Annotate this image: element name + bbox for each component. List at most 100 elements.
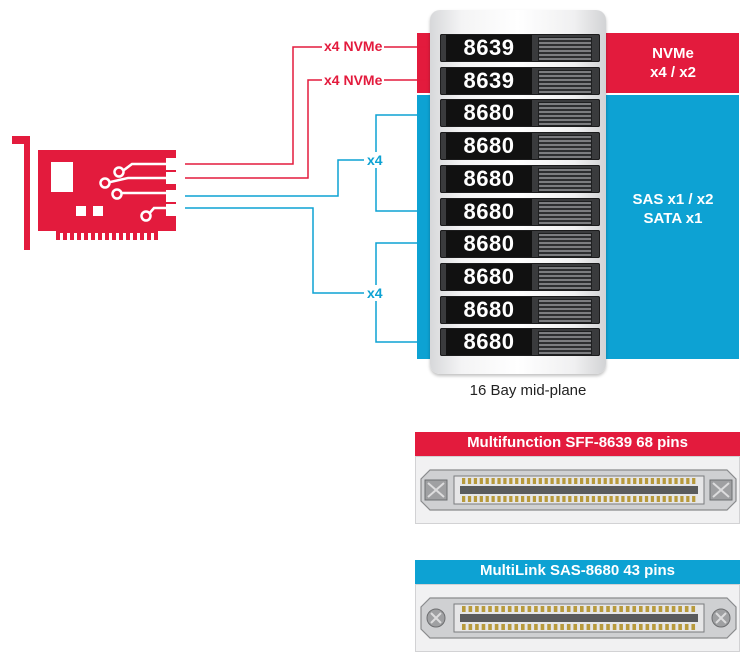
drive-bay-label: 8680 (446, 296, 532, 323)
drive-bay-8: 8680 (440, 262, 600, 291)
connector-pin (562, 478, 566, 484)
connector-pin (560, 624, 564, 630)
connector-pin (662, 496, 666, 502)
drive-bay-grille (538, 233, 592, 258)
connector-pin (597, 496, 601, 502)
connector-pin (586, 624, 591, 630)
connector-pin (473, 496, 478, 502)
connector-pin (473, 478, 478, 484)
sas-wire-1a (185, 114, 418, 197)
connector-pin (645, 606, 650, 612)
connector-pin (668, 496, 672, 502)
sas-8680-connector-icon (420, 597, 737, 639)
connector-pin (462, 606, 466, 612)
connector-pin (619, 624, 623, 630)
connector-pin (691, 624, 696, 630)
connector-pin (625, 606, 630, 612)
connector-pin (619, 606, 623, 612)
connector-sff-8639-panel: Multifunction SFF-8639 68 pins (415, 432, 740, 524)
drive-bay-label: 8639 (446, 35, 532, 61)
connector-pin (662, 478, 666, 484)
nvme-wires (185, 46, 431, 179)
connector-pin (550, 478, 554, 484)
sas-wire-2b (375, 293, 418, 343)
nvme-link-label-2: x4 NVMe (322, 72, 385, 88)
connector-pin (656, 496, 660, 502)
drive-bay-3: 8680 (440, 99, 600, 128)
connector-pin (691, 606, 696, 612)
sas-band-label: SAS x1 / x2 SATA x1 (632, 191, 714, 227)
connector-pin (612, 606, 617, 612)
connector-pin (680, 496, 684, 502)
connector-pin (538, 478, 542, 484)
connector-pin (507, 624, 512, 630)
drive-bay-grille (538, 102, 592, 127)
connector-pin (625, 624, 630, 630)
connector-pin (521, 496, 525, 502)
chassis-caption: 16 Bay mid-plane (469, 382, 587, 399)
connector-pin (526, 496, 531, 502)
connector-pin (668, 478, 672, 484)
connector-pin (547, 606, 551, 612)
connector-pin (538, 496, 542, 502)
drive-bay-grille (538, 331, 592, 356)
connector-pin (603, 478, 607, 484)
drive-bay-label: 8680 (446, 165, 532, 192)
drive-bay-label: 8639 (446, 67, 532, 94)
connector-pin (468, 624, 473, 630)
connector-pin (621, 496, 625, 502)
drive-bay-label: 8680 (446, 133, 532, 160)
connector-pin (532, 496, 537, 502)
connector-pin (553, 606, 558, 612)
connector-pin (650, 496, 655, 502)
connector-pin (481, 624, 486, 630)
connector-pin (532, 478, 537, 484)
drive-bay-label: 8680 (446, 100, 532, 127)
connector-sff-8639-body (415, 456, 740, 524)
connector-pin (514, 606, 519, 612)
connector-pin (665, 624, 669, 630)
connector-pin (566, 606, 571, 612)
connector-sas-8680-panel: MultiLink SAS-8680 43 pins (415, 560, 740, 652)
drive-bay-label: 8680 (446, 329, 532, 356)
connector-pin (650, 478, 655, 484)
connector-pin (515, 478, 519, 484)
connector-pin (534, 606, 538, 612)
connector-sff-8639-title: Multifunction SFF-8639 68 pins (415, 432, 740, 456)
connector-pin (568, 478, 572, 484)
connector-pin (652, 624, 656, 630)
connector-pin (615, 496, 619, 502)
connector-pin (591, 496, 596, 502)
connector-pin (515, 496, 519, 502)
connector-pin (467, 478, 472, 484)
connector-pin (586, 606, 591, 612)
connector-pin (609, 496, 613, 502)
connector-pin (686, 478, 690, 484)
connector-pin (479, 478, 483, 484)
connector-pin (544, 496, 548, 502)
connector-pin (633, 478, 637, 484)
connector-pin (503, 478, 507, 484)
connector-pin (560, 606, 564, 612)
drive-bay-grille (538, 37, 592, 61)
connector-pin (479, 496, 483, 502)
drive-bay-1: 8639 (440, 34, 600, 62)
connector-pin (503, 496, 507, 502)
connector-pin (481, 606, 486, 612)
drive-bay-5: 8680 (440, 164, 600, 193)
sas-wire-2a (185, 207, 418, 294)
connector-pin (491, 496, 495, 502)
connector-pin (580, 478, 584, 484)
connector-pin (527, 624, 532, 630)
connector-pin (603, 496, 607, 502)
connector-pin (633, 496, 637, 502)
connector-pin (521, 478, 525, 484)
sas-link-label-1: x4 (364, 152, 386, 168)
drive-bay-grille (538, 200, 592, 225)
connector-pin (580, 496, 584, 502)
connector-pin (639, 606, 643, 612)
connector-pin (462, 478, 466, 484)
connector-pin (544, 478, 548, 484)
connector-pin (540, 624, 545, 630)
